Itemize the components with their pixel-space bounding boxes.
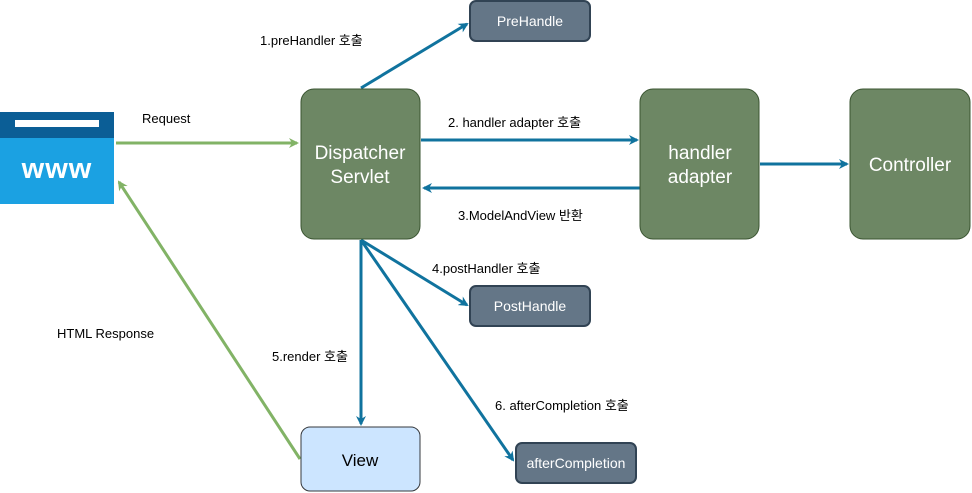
edges	[116, 22, 849, 462]
html-response-label: HTML Response	[57, 326, 154, 341]
model-and-view-label: 3.ModelAndView 반환	[458, 208, 583, 223]
view-node[interactable]: View	[300, 426, 421, 492]
view-label: View	[342, 451, 379, 470]
request-label: Request	[142, 111, 191, 126]
prehandler-call-label: 1.preHandler 호출	[260, 33, 363, 48]
browser-label: www	[21, 153, 93, 185]
posthandler-arrow	[360, 238, 469, 307]
after-completion-arrow	[359, 239, 515, 462]
browser-www-icon: www	[0, 112, 114, 204]
html-response-arrow	[117, 180, 302, 460]
prehandler-arrow	[360, 22, 469, 90]
posthandle-node[interactable]: PostHandle	[469, 285, 591, 327]
prehandle-node[interactable]: PreHandle	[469, 0, 591, 42]
after-completion-label: afterCompletion	[527, 455, 626, 471]
controller-label: Controller	[869, 155, 952, 176]
prehandle-label: PreHandle	[497, 13, 563, 29]
edge-labels: Request HTML Response 1.preHandler 호출 2.…	[57, 33, 629, 413]
posthandle-label: PostHandle	[494, 298, 567, 314]
dispatcher-servlet-node[interactable]: Dispatcher Servlet	[300, 88, 421, 240]
handler-adapter-call-label: 2. handler adapter 호출	[448, 115, 581, 130]
dispatcher-servlet-label-line2: Servlet	[330, 167, 390, 188]
handler-adapter-label-line2: adapter	[668, 167, 733, 188]
after-completion-call-label: 6. afterCompletion 호출	[495, 398, 629, 413]
handler-adapter-label-line1: handler	[668, 143, 732, 164]
dispatcher-servlet-label-line1: Dispatcher	[315, 143, 406, 164]
after-completion-node[interactable]: afterCompletion	[515, 442, 637, 484]
controller-node[interactable]: Controller	[849, 88, 971, 240]
render-call-label: 5.render 호출	[272, 349, 348, 364]
posthandler-call-label: 4.postHandler 호출	[432, 261, 541, 276]
handler-adapter-node[interactable]: handler adapter	[639, 88, 760, 240]
